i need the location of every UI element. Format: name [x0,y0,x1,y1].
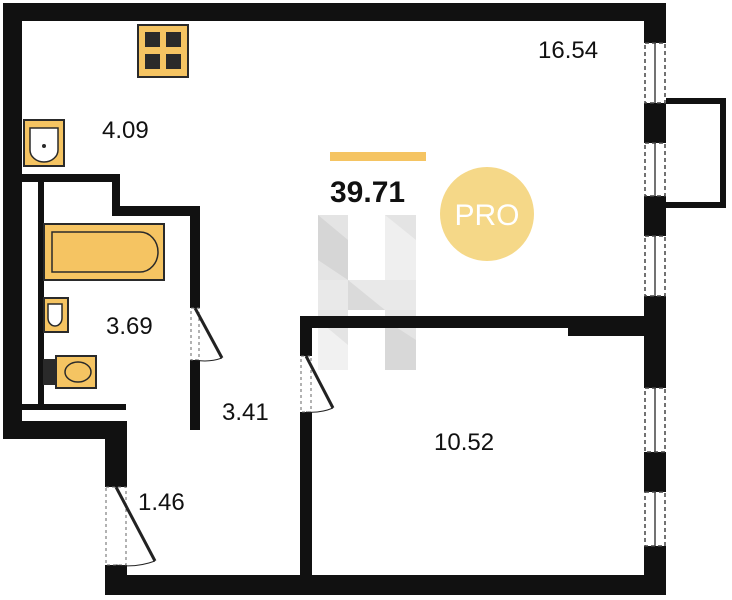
total-area: 39.71 [330,176,405,209]
entry-area: 1.46 [138,489,185,516]
fixtures [23,24,189,389]
bathtub-icon [43,223,165,281]
door-bedroom [300,355,335,413]
bedroom-area: 10.52 [434,429,494,456]
door-entry [105,486,157,567]
hallway-area: 3.41 [222,399,269,426]
walls [3,3,726,595]
kitchen-sink-icon [23,119,65,167]
stove-icon [137,24,189,78]
kitchen-area: 4.09 [102,117,149,144]
door-bathroom [190,307,224,362]
toilet-icon [43,355,97,389]
watermark-logo [318,215,416,370]
total-area-accent-bar [330,152,426,161]
windows [644,42,666,547]
living-room-area: 16.54 [538,37,598,64]
bathroom-sink-icon [43,297,69,333]
pro-badge [440,167,534,261]
bathroom-area: 3.69 [106,313,153,340]
doors [105,307,335,567]
pro-badge-label: PRO [454,199,519,232]
